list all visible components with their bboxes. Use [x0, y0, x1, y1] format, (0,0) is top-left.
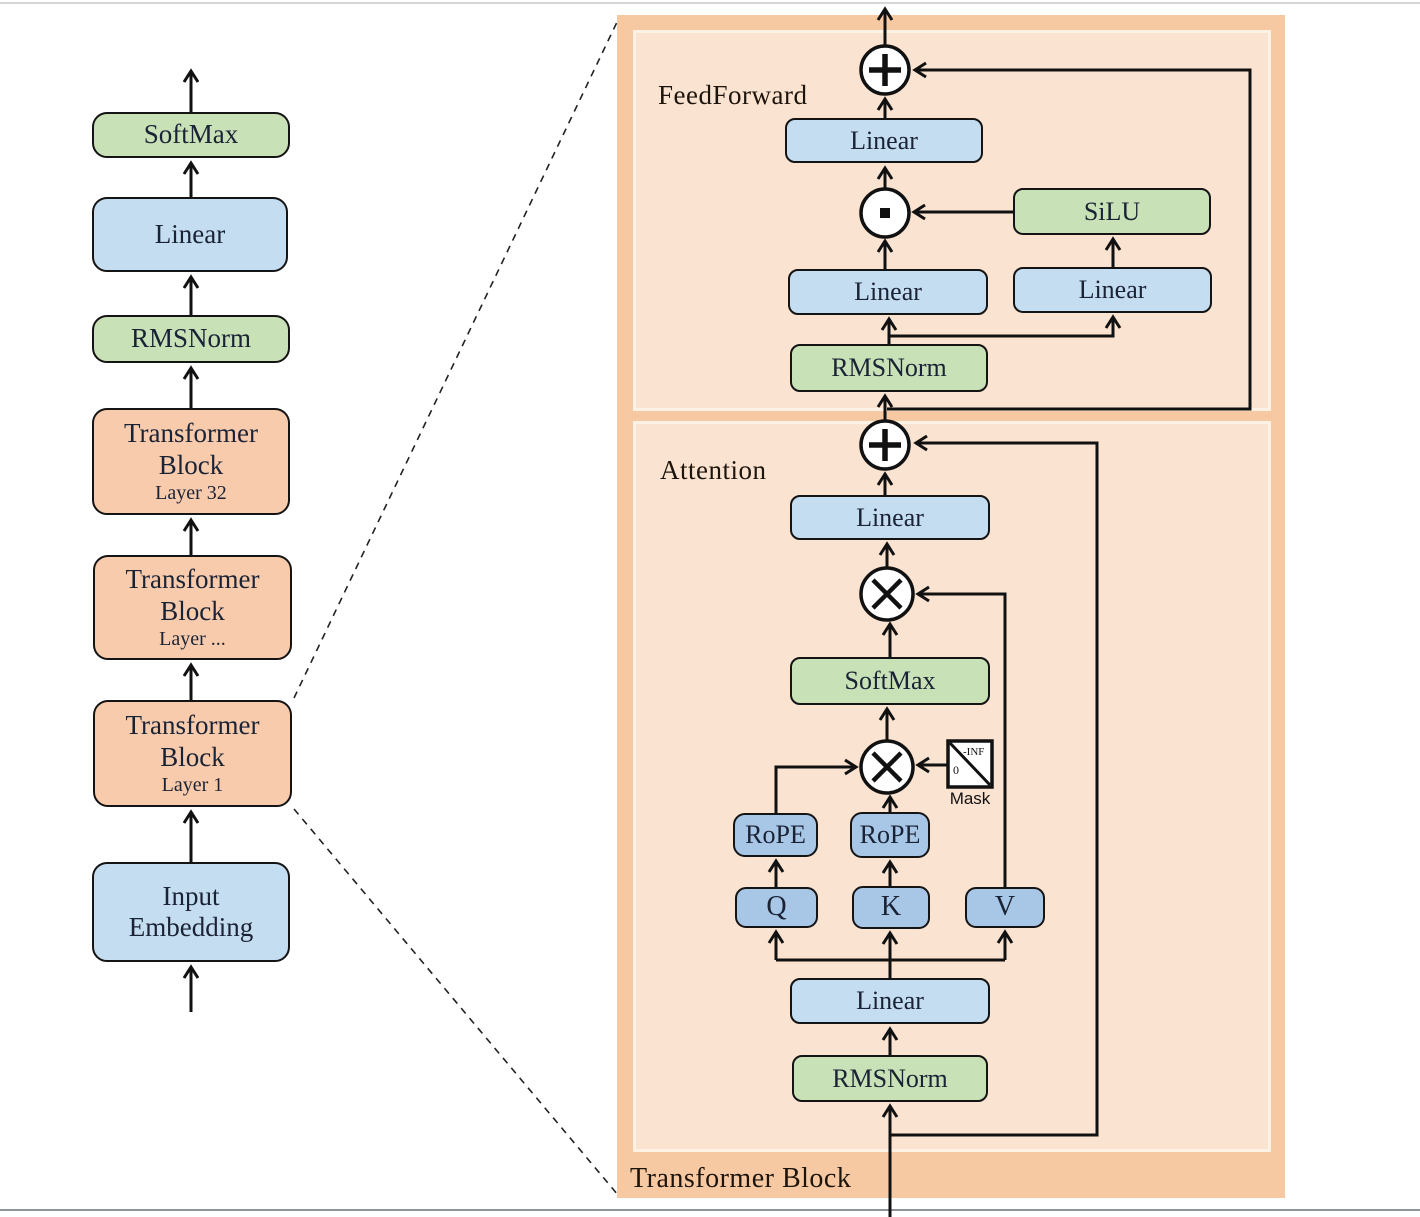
tb32-line1: Transformer: [124, 418, 258, 449]
v-block: V: [965, 887, 1045, 928]
tb1-line2: Block: [160, 741, 225, 772]
v-label: V: [994, 891, 1016, 923]
mask-node: [946, 739, 994, 789]
ff-output-linear-label: Linear: [850, 125, 918, 155]
mask-neg-inf-value: -INF: [963, 746, 985, 758]
tb1-sublabel: Layer 1: [161, 773, 224, 796]
ff-gate-linear-block: Linear: [788, 269, 988, 315]
tbdots-line1: Transformer: [125, 564, 260, 595]
attn-softmax-label: SoftMax: [844, 666, 936, 696]
transformer-block-layer-1: Transformer Block Layer 1: [93, 700, 292, 807]
silu-block: SiLU: [1013, 188, 1211, 235]
transformer-block-layer-32: Transformer Block Layer 32: [92, 408, 290, 515]
silu-label: SiLU: [1083, 196, 1141, 226]
left-softmax-block: SoftMax: [92, 112, 290, 158]
left-linear-label: Linear: [154, 218, 226, 249]
left-rmsnorm-label: RMSNorm: [130, 323, 252, 354]
tbdots-sublabel: Layer ...: [159, 627, 226, 650]
attn-rmsnorm-label: RMSNorm: [832, 1063, 948, 1093]
ff-output-linear-block: Linear: [785, 118, 983, 163]
screenshot-bottom-border: [0, 1209, 1420, 1211]
ff-up-linear-block: Linear: [1013, 267, 1212, 313]
attn-input-linear-label: Linear: [856, 986, 924, 1016]
left-rmsnorm-block: RMSNorm: [92, 315, 290, 363]
attn-softmax-block: SoftMax: [790, 657, 990, 705]
tbdots-line2: Block: [160, 595, 225, 626]
tb32-line2: Block: [158, 449, 224, 480]
block-flow-arrows: [767, 6, 1252, 1217]
ff-up-linear-label: Linear: [1078, 275, 1147, 305]
left-softmax-label: SoftMax: [143, 119, 239, 150]
transformer-block-layer-ellipsis: Transformer Block Layer ...: [93, 555, 292, 660]
matmul-op-scores: [859, 739, 915, 795]
left-linear-block: Linear: [92, 197, 288, 272]
elementwise-product-op: [859, 187, 911, 239]
ff-rmsnorm-block: RMSNorm: [790, 344, 988, 392]
q-label: Q: [766, 891, 787, 923]
ff-rmsnorm-label: RMSNorm: [831, 353, 947, 383]
transformer-block-label: Transformer Block: [630, 1163, 852, 1194]
add-op-feedforward: [859, 44, 911, 96]
attn-output-linear-label: Linear: [856, 502, 924, 532]
tb1-line1: Transformer: [125, 710, 260, 741]
ff-gate-linear-label: Linear: [854, 277, 922, 307]
matmul-op-values: [859, 566, 915, 622]
attn-output-linear-block: Linear: [790, 495, 990, 540]
mask-caption: Mask: [949, 789, 991, 808]
k-block: K: [852, 886, 930, 929]
input-embedding-line1: Input: [162, 880, 220, 911]
rope-q-block: RoPE: [733, 813, 818, 857]
attn-input-linear-block: Linear: [790, 978, 990, 1024]
zoom-guide-dashed-lines: [293, 19, 619, 1196]
screenshot-top-border: [0, 2, 1420, 4]
attn-rmsnorm-block: RMSNorm: [792, 1055, 988, 1102]
rope-k-block: RoPE: [850, 812, 930, 858]
q-block: Q: [735, 887, 818, 928]
add-op-attention: [859, 419, 911, 471]
tb32-sublabel: Layer 32: [155, 481, 227, 504]
rope-k-label: RoPE: [859, 820, 921, 850]
attention-label: Attention: [660, 455, 767, 485]
mask-zero-value: 0: [953, 763, 959, 777]
rope-q-label: RoPE: [745, 820, 806, 850]
input-embedding-line2: Embedding: [128, 912, 254, 942]
input-embedding-block: Input Embedding: [92, 862, 290, 962]
feedforward-label: FeedForward: [658, 80, 808, 110]
k-label: K: [880, 891, 902, 923]
